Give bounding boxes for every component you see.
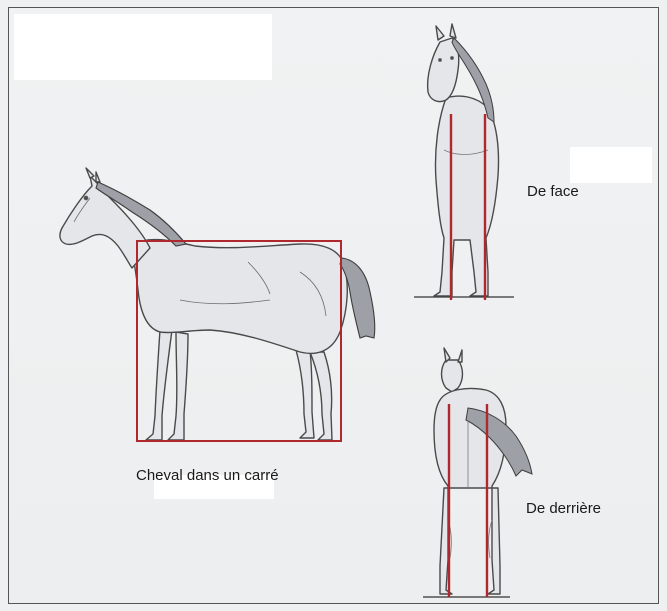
side-view-horse <box>60 168 347 440</box>
caption-rear-view: De derrière <box>526 500 601 517</box>
front-view-horse <box>428 24 499 296</box>
caption-front-view: De face <box>527 183 579 200</box>
caption-horse-in-square: Cheval dans un carré <box>136 467 279 484</box>
rear-view-horse <box>434 348 506 594</box>
